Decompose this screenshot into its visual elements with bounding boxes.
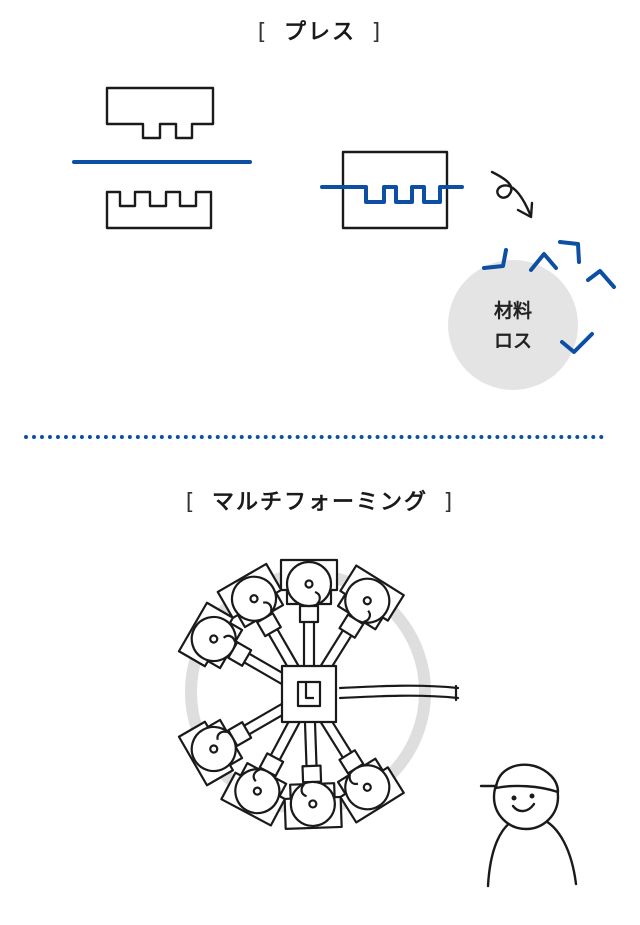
bracket-open: [ xyxy=(185,490,197,515)
multiforming-title-text: マルチフォーミング xyxy=(211,490,428,515)
multiforming-machine-icon xyxy=(177,558,460,830)
arrow-icon xyxy=(490,170,532,216)
forming-tool xyxy=(283,718,343,830)
forming-tool xyxy=(317,564,405,676)
section-title-multiforming: [ マルチフォーミング ] xyxy=(0,484,640,516)
press-die-lower-icon xyxy=(105,190,213,230)
section-title-press: [ プレス ] xyxy=(0,14,640,46)
bracket-open: [ xyxy=(257,20,269,45)
forming-tool xyxy=(177,601,291,687)
bracket-close: ] xyxy=(371,20,383,45)
forming-tool xyxy=(177,701,291,787)
forming-tool xyxy=(220,713,303,827)
pressed-sheet-icon xyxy=(320,185,464,204)
bracket-close: ] xyxy=(443,490,455,515)
press-title-text: プレス xyxy=(283,20,356,45)
press-die-upper-icon xyxy=(105,86,215,140)
forming-tool xyxy=(216,562,302,676)
forming-tool xyxy=(279,558,339,670)
forming-tool xyxy=(317,712,405,824)
scrap-piece-icon xyxy=(586,269,616,289)
material-loss-circle xyxy=(448,260,578,390)
scrap-piece-icon xyxy=(560,332,594,354)
section-divider xyxy=(24,435,604,439)
pressed-part-icon xyxy=(341,150,449,230)
material-loss-label-line2: ロス xyxy=(493,330,532,352)
scrap-piece-icon xyxy=(529,252,558,272)
scrap-piece-icon xyxy=(558,240,581,264)
material-loss-label-line1: 材料 xyxy=(493,300,532,322)
worker-icon xyxy=(479,763,578,888)
scrap-piece-icon xyxy=(482,248,508,270)
